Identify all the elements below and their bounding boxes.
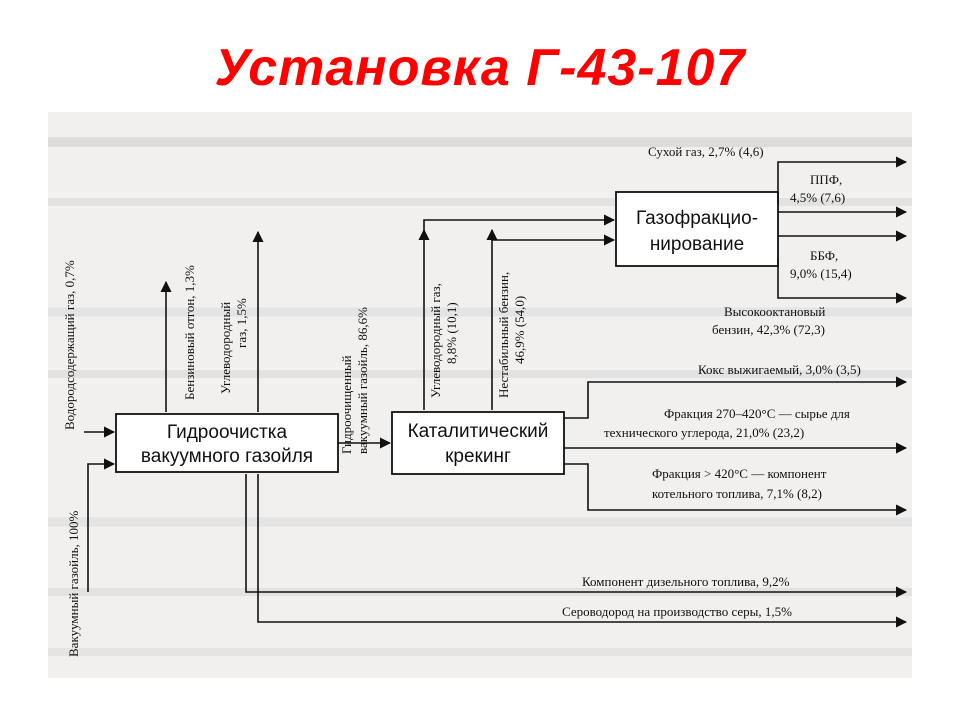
hydrotreating-label-2: вакуумного газойля [141, 446, 313, 467]
hydrotreating-label-1: Гидроочистка [167, 422, 288, 443]
output-bbf-2: 9,0% (15,4) [790, 266, 852, 281]
hc-gas-to-gasfrac [423, 214, 616, 230]
hc-gas-1-label-2: газ, 1,5% [234, 298, 249, 348]
hc-gas-1-label-1: Углеводородный [218, 302, 233, 394]
output-coke: Кокс выжигаемый, 3,0% (3,5) [698, 362, 861, 377]
gasfrac-label-1: Газофракцио- [636, 208, 758, 229]
output-high-octane-2: бензин, 42,3% (72,3) [712, 322, 825, 337]
flow-diagram-svg: Гидроочистка вакуумного газойля Каталити… [48, 137, 912, 657]
output-fraction-420-1: Фракция > 420°С — компонент [652, 466, 827, 481]
h2-gas-label: Водородсодержащий газ, 0,7% [62, 260, 77, 430]
diesel-arrow [245, 474, 908, 598]
treated-vgo-label-2: вакуумный газойль, 86,6% [355, 307, 370, 454]
output-bbf-1: ББФ, [810, 248, 838, 263]
fraction-420-arrow [564, 463, 908, 516]
gasoline-tail-label: Бензиновый отгон, 1,3% [182, 265, 197, 400]
feed-label: Вакуумный газойль, 100% [66, 510, 81, 657]
output-diesel: Компонент дизельного топлива, 9,2% [582, 574, 790, 589]
feed-arrow [87, 458, 116, 592]
h2s-arrow [257, 474, 908, 628]
gasoline-to-gasfrac [491, 230, 616, 246]
hc-gas-2-label-2: 8,8% (10,1) [444, 302, 459, 364]
cracking-box [391, 411, 565, 475]
hc-gas-2-label-1: Углеводородный газ, [428, 283, 443, 398]
output-fraction-270-2: технического углерода, 21,0% (23,2) [604, 425, 804, 440]
dry-gas-arrow [777, 156, 908, 204]
output-fraction-270-1: Фракция 270–420°С — сырье для [664, 406, 850, 421]
high-octane-arrow [777, 258, 908, 304]
cracking-label-2: крекинг [445, 446, 511, 467]
coke-arrow [564, 376, 908, 419]
output-ppf-2: 4,5% (7,6) [790, 190, 845, 205]
output-high-octane-1: Высокооктановый [724, 304, 825, 319]
output-ppf-1: ППФ, [810, 172, 842, 187]
treated-vgo-label-1: Гидроочищенный [339, 355, 354, 454]
process-flow-diagram: Гидроочистка вакуумного газойля Каталити… [48, 112, 912, 678]
output-fraction-420-2: котельного топлива, 7,1% (8,2) [652, 486, 822, 501]
unstable-gasoline-label-2: 46,9% (54,0) [512, 296, 527, 364]
gas-fractionation-box [615, 191, 779, 267]
unstable-gasoline-label-1: Нестабильный бензин, [496, 272, 511, 398]
output-h2s: Сероводород на производство серы, 1,5% [562, 604, 792, 619]
output-dry-gas: Сухой газ, 2,7% (4,6) [648, 144, 764, 159]
slide-title: Установка Г-43-107 [214, 39, 746, 97]
hydrotreating-box [115, 413, 339, 473]
gasfrac-label-2: нирование [650, 234, 744, 255]
cracking-label-1: Каталитический [408, 421, 549, 442]
